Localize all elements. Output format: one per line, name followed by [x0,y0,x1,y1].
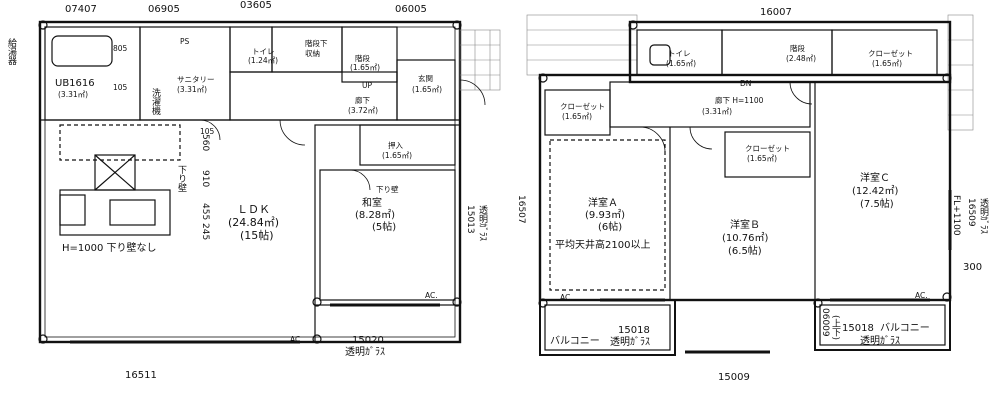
room-a-area: (9.93㎡) [585,210,626,221]
dim-15013: 15013 [465,205,475,234]
dim-455-245: 455 245 [200,203,210,241]
sf-hall-area: (3.31㎡) [702,107,733,116]
bath-area: (3.31㎡) [58,90,89,99]
dim-top-mid: 06905 [148,4,180,15]
dim-16507: 16507 [516,195,526,224]
room-b-area: (10.76㎡) [722,233,769,244]
hall-label: 廊下 [355,96,370,105]
first-floor-walls [38,20,501,344]
dim-15018-a: 15018 [618,325,650,336]
room-c-area: (12.42㎡) [852,186,899,197]
sf-transparent-v: 透明ｶﾞﾗｽ [978,198,988,235]
sf-hall-label: 廊下 H=1100 [715,96,764,105]
dim-15020: 15020 [352,335,384,346]
fl-1100: FL+1100 [951,195,961,236]
balcony-label-b: バルコニー [880,323,930,334]
sf-dn-label: DN [740,79,752,88]
oshiire-label: 押入 [388,141,403,150]
oshiire-area: (1.65㎡) [382,151,413,160]
room-a-tatami: (6帖) [598,222,623,233]
dim-top-left: 07407 [65,4,97,15]
room-b-tatami: (6.5帖) [728,246,762,257]
ceiling-note: 平均天井高2100以上 [555,240,651,251]
dim-805: 805 [113,44,128,53]
sf-toilet-area: (1.65㎡) [666,59,697,68]
transparent-glass: 透明ｶﾞﾗｽ [345,347,385,358]
sagari-label: 下り壁 [376,185,399,194]
room-b-label: 洋室Ｂ [730,220,760,231]
dim-16007: 16007 [760,7,792,18]
ldk-area: (24.84㎡) [228,216,280,229]
closet-b-area: (1.65㎡) [747,154,778,163]
sf-ac-2: AC. [915,291,928,300]
storage-label: 階段下 [305,39,328,48]
ldk-label: ＬＤＫ [237,203,270,216]
room-c-tatami: (7.5帖) [860,199,894,210]
laundry-label: 洗濯機 [150,88,160,115]
closet-b-label: クローゼット [745,144,790,153]
stairs-area: (1.65㎡) [350,63,381,72]
dim-560: 560 [200,134,210,152]
h1000-note: H=1000 下り壁なし [62,243,157,254]
washitsu-label: 和室 [362,198,382,209]
toilet-label: トイレ [252,47,275,56]
up-label: UP [362,81,373,90]
sanitary-area: (3.31㎡) [177,85,208,94]
closet-c-label: クローゼット [868,49,913,58]
dim-105b: 105 [200,127,215,136]
water-heater-label: 給湯器 [6,38,16,65]
dim-16511: 16511 [125,370,157,381]
ac-label-2: AC. [290,335,303,344]
toilet-area: (1.24㎡) [248,56,279,65]
second-floor-walls [526,14,974,356]
balcony-label-a: バルコニー [550,336,600,347]
sf-toilet-label: トイレ [668,49,691,58]
transparent-glass-v: 透明ｶﾞﾗｽ [477,205,487,242]
bath-name: UB1616 [55,78,95,89]
dim-top-right1: 03605 [240,0,272,11]
sf-transparent-b: 透明ｶﾞﾗｽ [860,336,900,347]
hall-area: (3.72㎡) [348,106,379,115]
dim-15018-b: 15018 [842,323,874,334]
ps-label: PS [180,37,190,46]
sf-transparent-a: 透明ｶﾞﾗｽ [610,337,650,348]
room-c-label: 洋室Ｃ [860,173,890,184]
ldk-tatami: (15帖) [240,229,274,242]
dim-06009: 06009 [820,308,830,337]
ac-label-1: AC. [425,291,438,300]
closet-a-label: クローゼット [560,102,605,111]
sf-stairs-area: (2.48㎡) [786,54,817,63]
storage-label2: 収納 [305,49,320,58]
dim-300: 300 [963,262,983,273]
entrance-label: 玄関 [418,74,433,83]
washitsu-tatami: (5帖) [372,222,397,233]
sanitary-label: サニタリー [177,75,215,84]
entrance-area: (1.65㎡) [412,85,443,94]
washitsu-area: (8.28㎡) [355,210,396,221]
room-a-label: 洋室Ａ [588,198,618,209]
dim-top-right2: 06005 [395,4,427,15]
dim-16509: 16509 [966,198,976,227]
closet-a-area: (1.65㎡) [562,112,593,121]
kitchen-wall-label: 下り壁 [176,165,186,192]
sf-ac-1: AC. [560,293,573,302]
joge-label: (上下) [830,315,840,341]
closet-c-area: (1.65㎡) [872,59,903,68]
dim-910: 910 [200,170,210,188]
sf-stairs-label: 階段 [790,44,805,53]
dim-105: 105 [113,83,128,92]
dim-15009: 15009 [718,372,750,383]
stairs-label: 階段 [355,54,370,63]
